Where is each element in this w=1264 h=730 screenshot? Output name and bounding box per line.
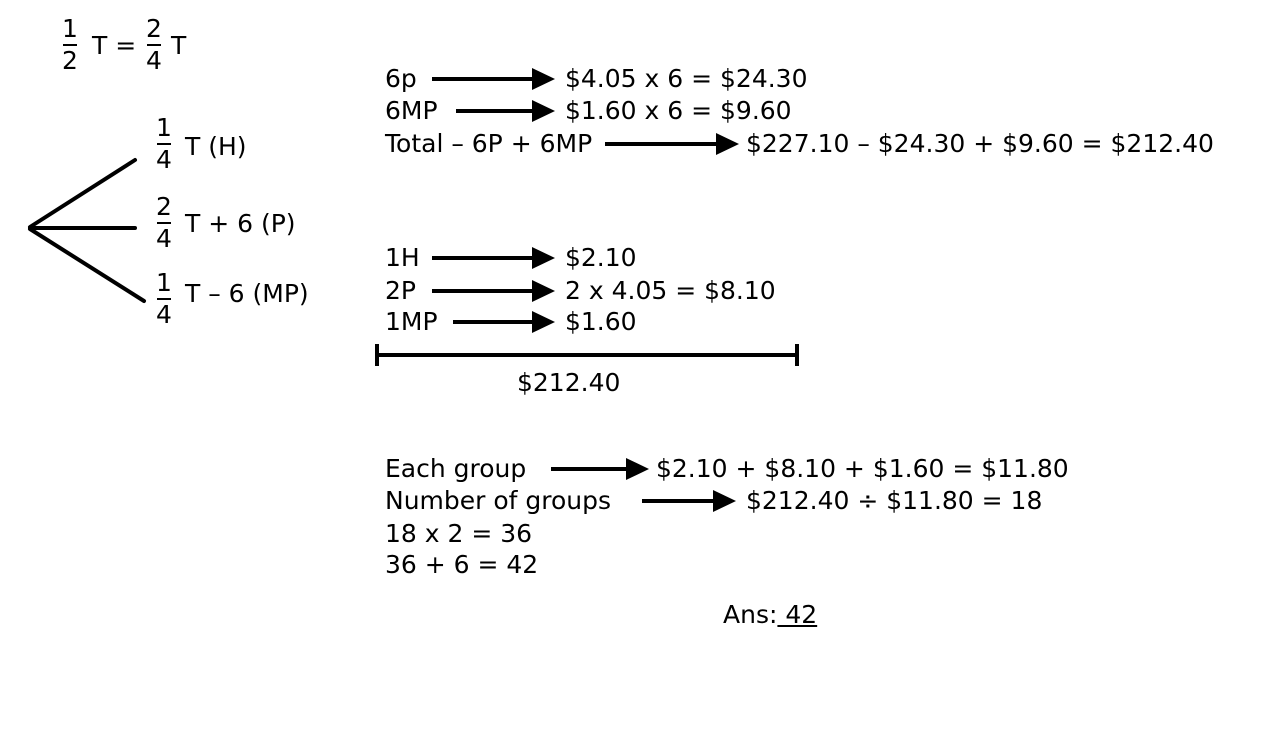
intro-f1-num: 1: [62, 14, 78, 43]
b1-r3-left: Total – 6P + 6MP: [385, 129, 593, 158]
b1-r2-left: 6MP: [385, 96, 438, 125]
branch-mid-label: T + 6 (P): [185, 209, 296, 238]
b2-r2-left: 2P: [385, 276, 416, 305]
answer: Ans: 42: [723, 600, 817, 630]
intro-eq: T =: [92, 31, 137, 60]
branch-bot-line: [28, 227, 146, 303]
branch-bot-label: T – 6 (MP): [185, 279, 309, 308]
b3-r3: 18 x 2 = 36: [385, 519, 533, 548]
b3-r1-right: $2.10 + $8.10 + $1.60 = $11.80: [656, 454, 1069, 483]
b1-r1-left: 6p: [385, 64, 417, 93]
b1-r2-right: $1.60 x 6 = $9.60: [565, 96, 792, 125]
b2-r3-left: 1MP: [385, 307, 438, 336]
b2-total: $212.40: [517, 368, 621, 397]
intro-fraction-1: 1 2: [59, 16, 81, 74]
intro-t: T: [171, 31, 187, 60]
b3-r1-left: Each group: [385, 454, 527, 483]
b2-r1-right: $2.10: [565, 243, 637, 272]
b1-r3-right: $227.10 – $24.30 + $9.60 = $212.40: [746, 129, 1214, 158]
b3-r2-right: $212.40 ÷ $11.80 = 18: [746, 486, 1043, 515]
answer-label: Ans:: [723, 600, 778, 629]
answer-value: 42: [777, 600, 818, 629]
branch-bot-fraction: 1 4: [156, 268, 172, 329]
intro-fraction-2: 2 4: [143, 16, 165, 74]
b2-r3-right: $1.60: [565, 307, 637, 336]
b3-r4: 36 + 6 = 42: [385, 550, 539, 579]
b1-r1-right: $4.05 x 6 = $24.30: [565, 64, 808, 93]
intro-f2-den: 4: [146, 46, 162, 75]
intro-f1-den: 2: [62, 46, 78, 75]
branch-top-line: [28, 158, 137, 229]
branch-top-label: T (H): [185, 132, 247, 161]
b2-r2-right: 2 x 4.05 = $8.10: [565, 276, 776, 305]
b3-r2-left: Number of groups: [385, 486, 612, 515]
b2-r1-left: 1H: [385, 243, 420, 272]
intro-f2-num: 2: [146, 14, 162, 43]
branch-top-fraction: 1 4: [156, 113, 172, 174]
branch-mid-fraction: 2 4: [156, 192, 172, 253]
